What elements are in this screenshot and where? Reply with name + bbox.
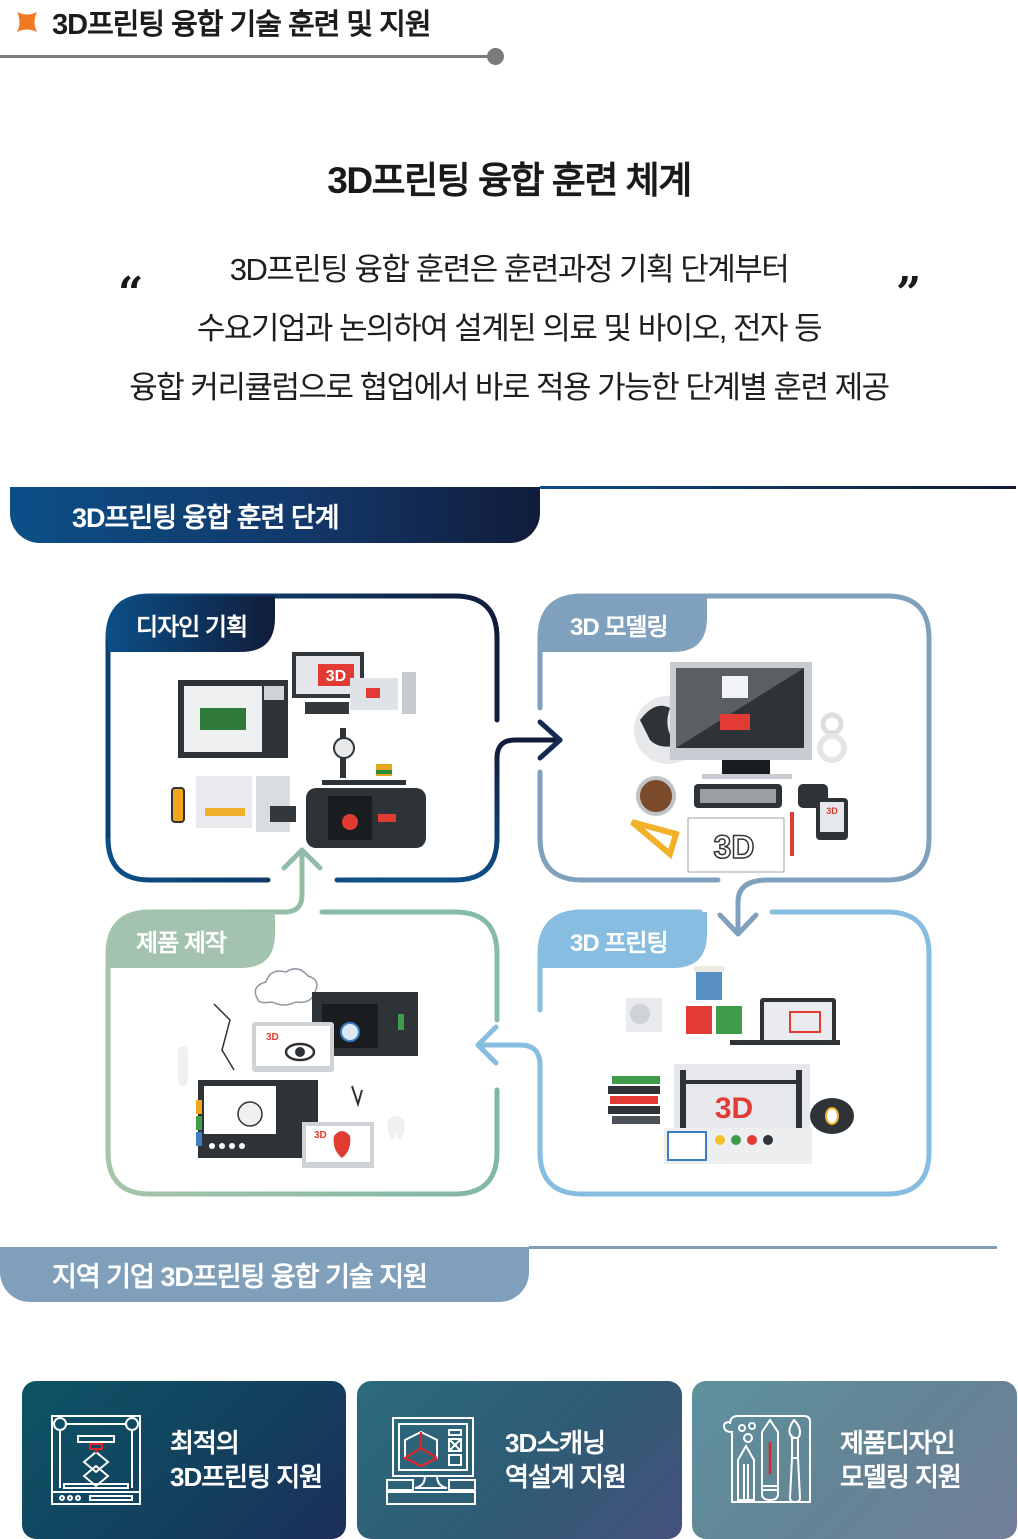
step-frame-fabrication — [105, 847, 500, 1197]
header-divider — [0, 55, 496, 58]
step-label-modeling: 3D 모델링 — [570, 613, 669, 641]
support-card-label: 3D스캐닝 역설계 지원 — [505, 1426, 627, 1494]
tab-design-bg — [108, 596, 275, 652]
support-card-line: 제품디자인 — [840, 1428, 956, 1458]
svg-text:3D: 3D — [826, 806, 838, 816]
support-card-line: 역설계 지원 — [505, 1462, 627, 1492]
support-card-line: 3D프린팅 지원 — [170, 1462, 323, 1492]
svg-text:3D: 3D — [714, 829, 755, 865]
svg-text:3D: 3D — [715, 1092, 753, 1125]
support-card-3d-printing: 최적의 3D프린팅 지원 — [22, 1381, 346, 1539]
page-header: 3D프린팅 융합 기술 훈련 및 지원 — [16, 0, 432, 44]
header-title: 3D프린팅 융합 기술 훈련 및 지원 — [52, 9, 432, 41]
section-support-header: 지역 기업 3D프린팅 융합 기술 지원 — [0, 1247, 529, 1302]
support-card-label: 최적의 3D프린팅 지원 — [170, 1426, 323, 1494]
quote-close-mark: ” — [896, 268, 922, 319]
quote-line: 융합 커리큘럼으로 협업에서 바로 적용 가능한 단계별 훈련 제공 — [129, 370, 890, 405]
section-training-rule — [540, 486, 1016, 489]
3d-printers-design-illustration: 3D — [171, 652, 426, 848]
quote-line: 3D프린팅 융합 훈련은 훈련과정 기획 단계부터 — [229, 252, 790, 287]
quote-line: 수요기업과 논의하여 설계된 의료 및 바이오, 전자 등 — [196, 311, 823, 346]
step-label-design: 디자인 기획 — [136, 613, 248, 641]
3d-printer-icon — [51, 1415, 141, 1505]
tab-printing-bg — [540, 912, 707, 968]
support-card-line: 3D스캐닝 — [505, 1428, 606, 1458]
quote-text: 3D프린팅 융합 훈련은 훈련과정 기획 단계부터 수요기업과 논의하여 설계된… — [0, 240, 1018, 417]
support-card-product-design: 제품디자인 모델링 지원 — [692, 1381, 1017, 1539]
3d-printing-machine-illustration: 3D — [608, 966, 854, 1164]
section-training-title: 3D프린팅 융합 훈련 단계 — [72, 502, 340, 533]
section-support-rule — [529, 1246, 997, 1249]
quote-open-mark: “ — [118, 268, 144, 319]
step-label-fabrication: 제품 제작 — [136, 929, 227, 957]
training-flow-diagram: 3D — [0, 580, 1018, 1210]
3d-modeling-workstation-illustration: 3D 3D — [630, 662, 848, 873]
medical-product-fabrication-illustration: 3D 3D — [178, 968, 418, 1168]
support-card-3d-scanning: 3D스캐닝 역설계 지원 — [357, 1381, 682, 1539]
section-training-header: 3D프린팅 융합 훈련 단계 — [10, 487, 540, 543]
3d-scanning-monitor-icon — [386, 1417, 476, 1505]
tab-fabrication-bg — [108, 912, 275, 968]
step-label-printing: 3D 프린팅 — [570, 929, 669, 957]
arrow-up-icon — [281, 847, 323, 871]
header-divider-dot — [487, 48, 504, 65]
support-card-line: 모델링 지원 — [840, 1462, 962, 1492]
svg-text:3D: 3D — [314, 1130, 327, 1141]
section-support-title: 지역 기업 3D프린팅 융합 기술 지원 — [52, 1262, 428, 1292]
svg-text:3D: 3D — [266, 1032, 279, 1043]
flow-frames: 3D — [105, 593, 932, 1197]
svg-text:3D: 3D — [326, 668, 346, 685]
bullet-icon — [17, 12, 37, 32]
main-title: 3D프린팅 융합 훈련 체계 — [327, 160, 692, 201]
arrow-left-icon — [475, 1024, 499, 1066]
arrow-right-icon — [537, 719, 563, 761]
arrow-down-icon — [717, 912, 759, 937]
support-card-label: 제품디자인 모델링 지원 — [840, 1426, 962, 1494]
tab-modeling-bg — [540, 596, 707, 652]
support-card-line: 최적의 — [170, 1428, 240, 1458]
design-tools-icon — [722, 1415, 811, 1504]
